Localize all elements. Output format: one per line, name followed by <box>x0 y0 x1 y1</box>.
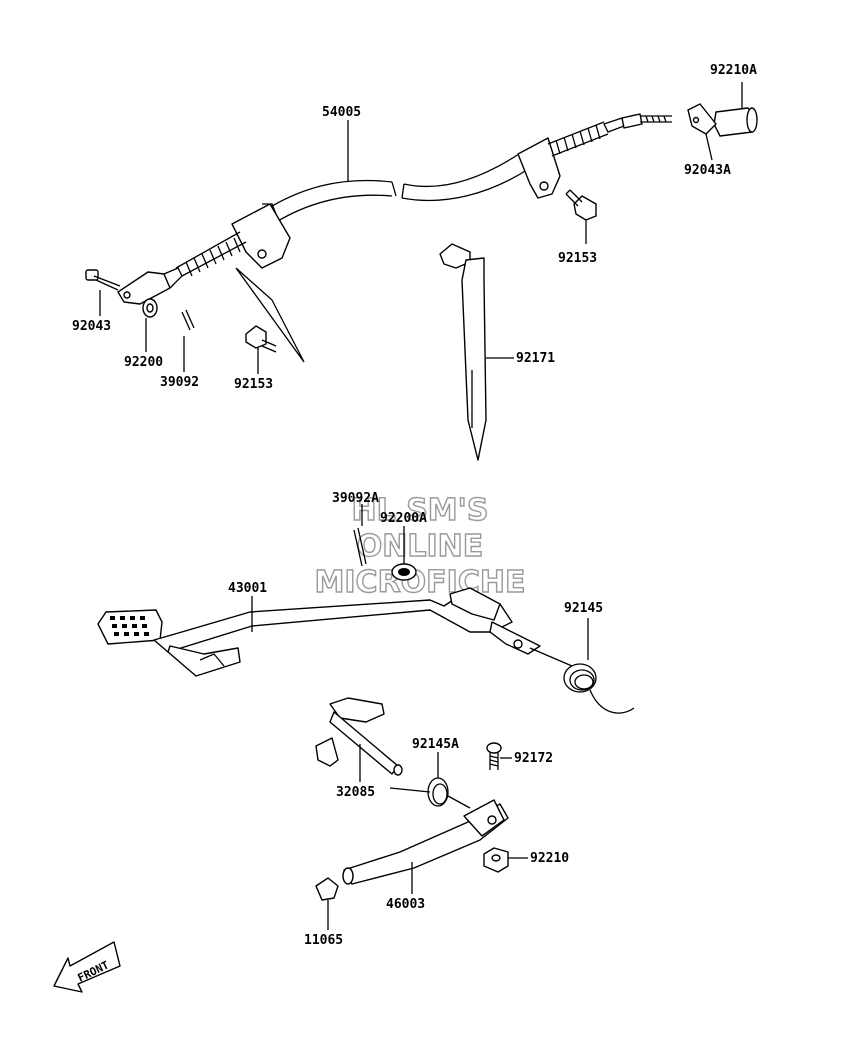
nut-92210 <box>483 847 528 873</box>
cotter-pin-39092 <box>181 309 195 372</box>
right-boot-spring <box>547 121 609 157</box>
bolt-92153-top <box>565 189 597 244</box>
label-92171: 92171 <box>516 351 555 366</box>
washer-92200 <box>142 298 158 352</box>
bolt-92153-left <box>245 325 277 374</box>
label-32085: 32085 <box>336 785 375 800</box>
watermark-line-3: MICROFICHE <box>315 565 526 600</box>
cotter-pin-39092A <box>353 504 367 567</box>
label-11065: 11065 <box>304 933 343 948</box>
cable-tie-92171 <box>439 243 514 461</box>
cap-11065 <box>315 877 339 930</box>
label-92043A: 92043A <box>684 163 731 178</box>
brake-cable-54005 <box>117 113 672 363</box>
label-54005: 54005 <box>322 105 361 120</box>
screw-92172 <box>486 742 512 770</box>
label-92172: 92172 <box>514 751 553 766</box>
watermark: HL SM'S ONLINE MICROFICHE <box>314 492 526 600</box>
label-43001: 43001 <box>228 581 267 596</box>
lever-46003 <box>342 799 509 894</box>
pin-92043A <box>687 103 717 161</box>
label-92210: 92210 <box>530 851 569 866</box>
shaft-32085 <box>315 697 403 782</box>
watermark-line-1: HL SM'S <box>352 493 489 528</box>
bolt-92043 <box>85 269 121 316</box>
label-39092A: 39092A <box>332 491 379 506</box>
label-92043: 92043 <box>72 319 111 334</box>
brake-pedal-43001 <box>97 587 541 677</box>
label-39092: 39092 <box>160 375 199 390</box>
label-92153-left: 92153 <box>234 377 273 392</box>
label-92145: 92145 <box>564 601 603 616</box>
nut-92210A <box>713 82 758 137</box>
spring-92145A <box>389 752 471 809</box>
spring-92145 <box>529 618 635 714</box>
label-92200A: 92200A <box>380 511 427 526</box>
left-boot-spring <box>175 231 247 277</box>
washer-92200A <box>391 526 417 581</box>
front-direction-arrow: FRONT <box>53 941 121 993</box>
label-92210A: 92210A <box>710 63 757 78</box>
watermark-line-2: ONLINE <box>357 529 484 564</box>
label-46003: 46003 <box>386 897 425 912</box>
label-92200: 92200 <box>124 355 163 370</box>
label-92145A: 92145A <box>412 737 459 752</box>
label-92153-top: 92153 <box>558 251 597 266</box>
